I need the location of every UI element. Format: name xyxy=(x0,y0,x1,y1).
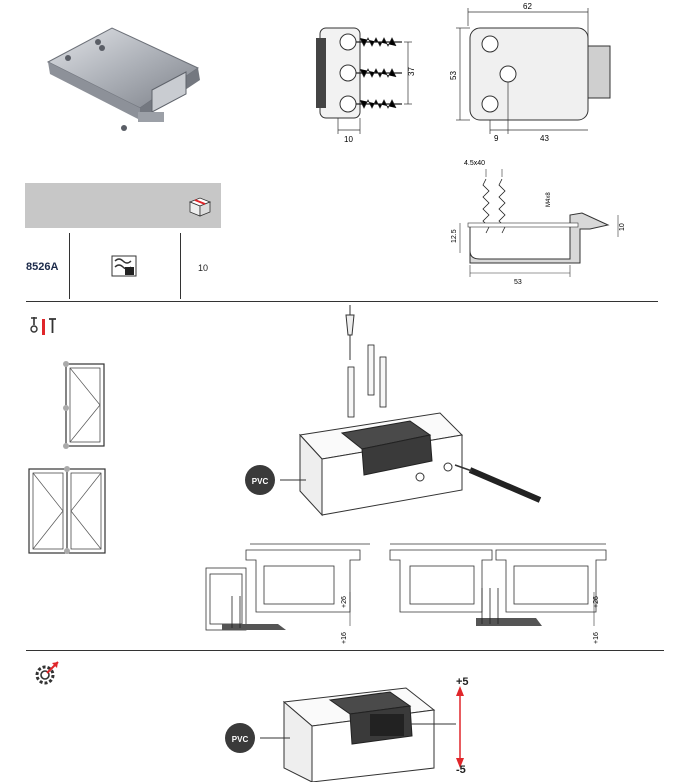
dim-screw-size: 4.5x40 xyxy=(464,160,485,167)
dim-screw-span: 37 xyxy=(407,67,416,76)
dim-depth: 10 xyxy=(344,135,353,144)
gap-top-left: +26 xyxy=(341,596,348,608)
front-view-drawing: 37 10 xyxy=(316,27,416,144)
tools-icon xyxy=(30,317,56,335)
profile-section-left: +26 +16 xyxy=(205,543,370,644)
dim-height: 53 xyxy=(449,71,458,80)
adjustment-illustration: PVC xyxy=(225,686,464,782)
dim-offset-left: 9 xyxy=(494,134,499,143)
single-sash-window-icon xyxy=(63,361,105,449)
side-profile-drawing: 4.5x40 M4x8 12.5 10 53 xyxy=(451,160,626,286)
table-divider xyxy=(69,233,70,299)
package-icon xyxy=(188,197,212,217)
gap-bottom-right: +16 xyxy=(593,632,600,644)
top-view-drawing: 62 53 9 43 xyxy=(449,2,611,143)
dim-side-length: 53 xyxy=(514,279,522,286)
gap-top-right: +26 xyxy=(593,596,600,608)
pvc-badge-label-2: PVC xyxy=(232,735,249,744)
packaging-header xyxy=(25,183,221,228)
section-divider xyxy=(26,301,658,302)
installation-illustration: PVC xyxy=(245,305,542,517)
glazing-icon xyxy=(111,255,137,277)
dim-bolt-size: M4x8 xyxy=(546,192,552,207)
pvc-badge-label: PVC xyxy=(252,477,269,486)
adjust-plus-label: +5 xyxy=(456,676,469,688)
product-photo xyxy=(46,27,200,131)
dim-side-height: 12.5 xyxy=(451,229,458,243)
dim-side-depth: 10 xyxy=(619,223,626,231)
gap-bottom-left: +16 xyxy=(341,632,348,644)
pack-quantity: 10 xyxy=(198,263,209,273)
dim-offset-right: 43 xyxy=(540,134,549,143)
table-divider xyxy=(180,233,181,299)
profile-section-right: +26 +16 xyxy=(389,543,607,644)
section-divider xyxy=(26,650,664,651)
product-code: 8526A xyxy=(26,261,59,273)
dim-width: 62 xyxy=(523,2,532,11)
adjust-gear-icon xyxy=(35,661,59,685)
adjust-minus-label: -5 xyxy=(456,764,466,776)
double-sash-window-icon xyxy=(28,466,106,554)
